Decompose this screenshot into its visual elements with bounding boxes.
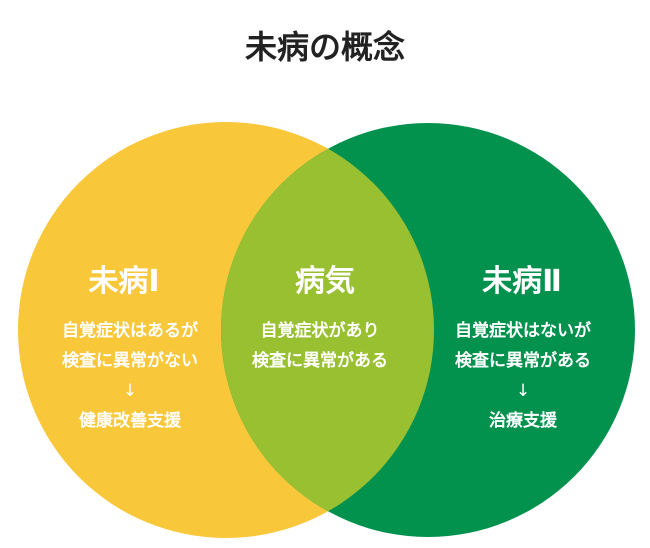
diagram-title: 未病の概念 [244,28,405,66]
right-line-1: 自覚症状はないが [455,321,591,341]
down-arrow-icon: ↓ [122,381,138,401]
left-description: 自覚症状はあるが 検査に異常がない ↓ 健康改善支援 [62,316,198,436]
center-line-2: 検査に異常がある [252,351,388,371]
down-arrow-icon: ↓ [515,381,531,401]
overlap-region [221,123,434,537]
center-description: 自覚症状があり 検査に異常がある [252,316,388,376]
center-line-1: 自覚症状があり [260,321,380,341]
left-heading: 未病Ⅰ [88,264,160,299]
right-heading: 未病Ⅱ [482,264,562,299]
right-description: 自覚症状はないが 検査に異常がある ↓ 治療支援 [455,316,591,436]
left-result: 健康改善支援 [79,411,181,431]
left-line-1: 自覚症状はあるが [62,321,198,341]
right-line-2: 検査に異常がある [455,351,591,371]
center-heading: 病気 [295,264,355,299]
left-line-2: 検査に異常がない [62,351,198,371]
right-result: 治療支援 [489,411,557,431]
